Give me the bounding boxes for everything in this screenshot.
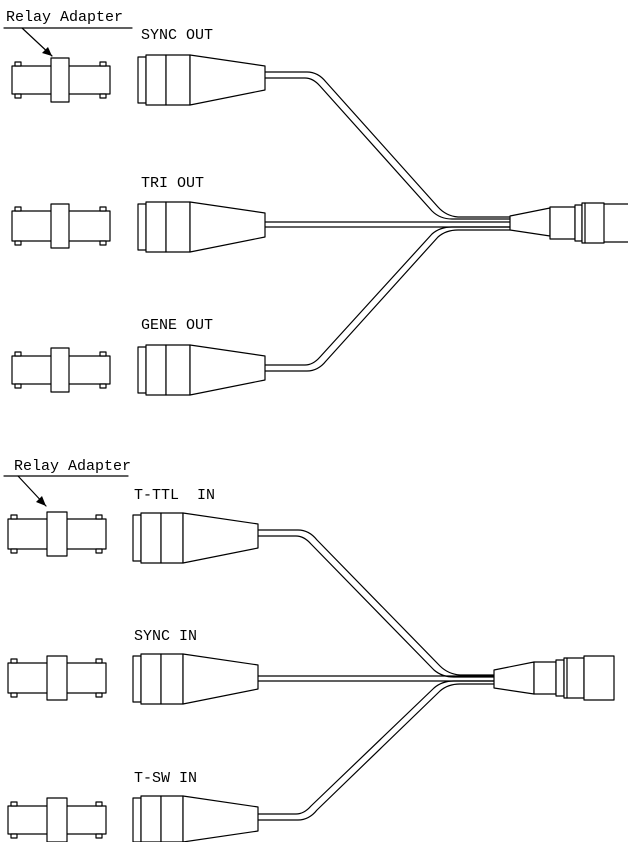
multipin-connector-1 (509, 202, 628, 244)
multipin-connector-2 (493, 655, 615, 701)
relay-adapter-1 (11, 57, 111, 103)
relay-adapter-3 (11, 347, 111, 393)
port-label-tri-out: TRI OUT (141, 175, 204, 192)
relay-adapter-callout-2: Relay Adapter (3, 458, 131, 507)
harness-input: Relay Adapter T-TTL IN SYNC IN T-SW IN (3, 458, 615, 843)
port-label-gene-out: GENE OUT (141, 317, 213, 334)
bnc-plug-sync-in (132, 653, 259, 705)
cable-t-ttl-in (257, 529, 495, 678)
bnc-plug-t-ttl-in (132, 512, 259, 564)
bnc-plug-gene-out (137, 344, 266, 396)
relay-adapter-label: Relay Adapter (14, 458, 131, 475)
cable-tri-out (264, 221, 511, 228)
relay-adapter-6 (7, 797, 107, 843)
port-label-sync-in: SYNC IN (134, 628, 197, 645)
bnc-plug-sync-out (137, 54, 266, 106)
relay-adapter-5 (7, 655, 107, 701)
arrowhead-icon (42, 47, 52, 56)
relay-adapter-2 (11, 203, 111, 249)
cable-gene-out (264, 226, 511, 372)
harness-output: Relay Adapter SYNC OUT TRI OUT GENE OUT (3, 9, 628, 396)
port-label-sync-out: SYNC OUT (141, 27, 213, 44)
relay-adapter-label: Relay Adapter (6, 9, 123, 26)
port-label-t-ttl-in: T-TTL IN (134, 487, 215, 504)
relay-adapter-4 (7, 511, 107, 557)
cable-sync-out (264, 71, 511, 220)
cable-t-sw-in (257, 680, 495, 821)
arrowhead-icon (36, 496, 46, 506)
port-label-t-sw-in: T-SW IN (134, 770, 197, 787)
bnc-plug-t-sw-in (132, 795, 259, 843)
relay-adapter-callout-1: Relay Adapter (3, 9, 133, 57)
bnc-plug-tri-out (137, 201, 266, 253)
